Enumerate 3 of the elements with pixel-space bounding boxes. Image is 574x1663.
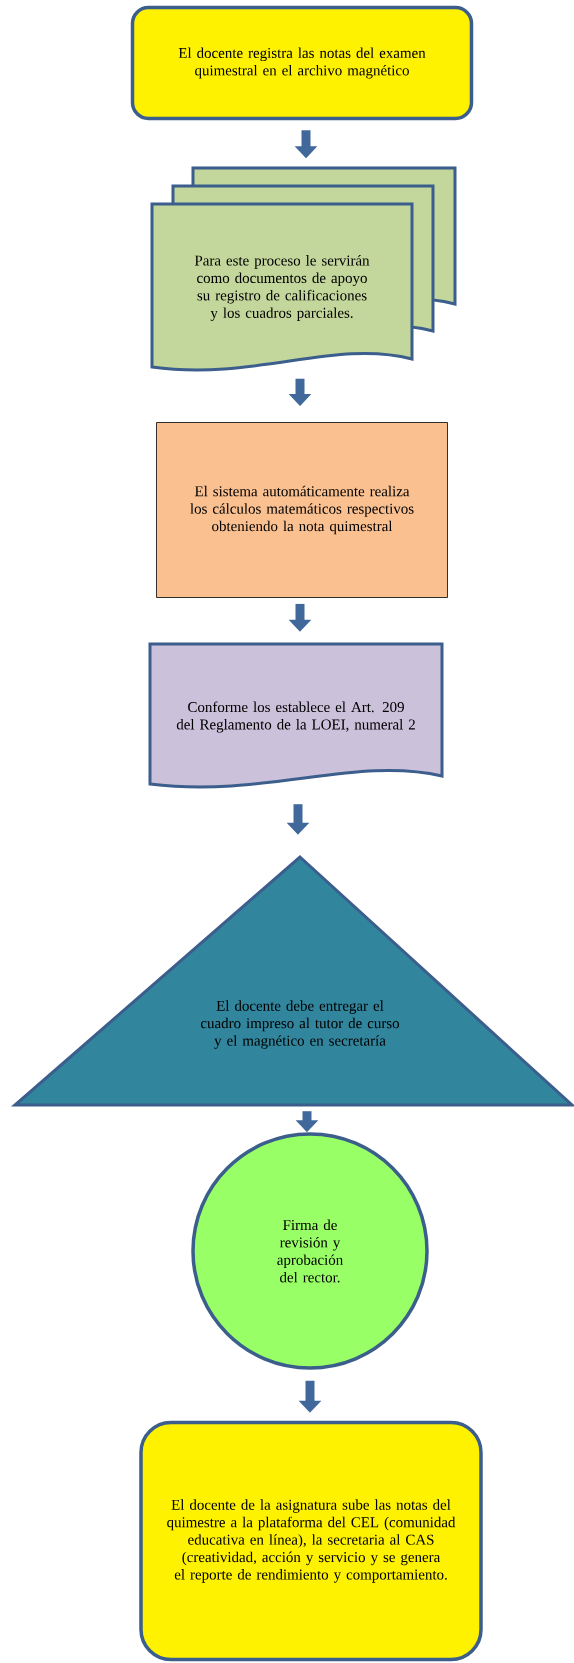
process-box: El docente registra las notas del examen quimestral en el archivo magnético xyxy=(130,5,474,121)
process-box: El docente de la asignatura sube las notas del quimestre a la plataforma del CEL (comunidad educativa en línea), la secretaria al CAS (creatividad, acción y servicio y se genera el reporte de rendimiento y comportamiento. xyxy=(139,1420,483,1662)
process-box: El sistema automáticamente realiza los cálculos matemáticos respectivos obteniendo la nota quimestral xyxy=(156,422,448,598)
